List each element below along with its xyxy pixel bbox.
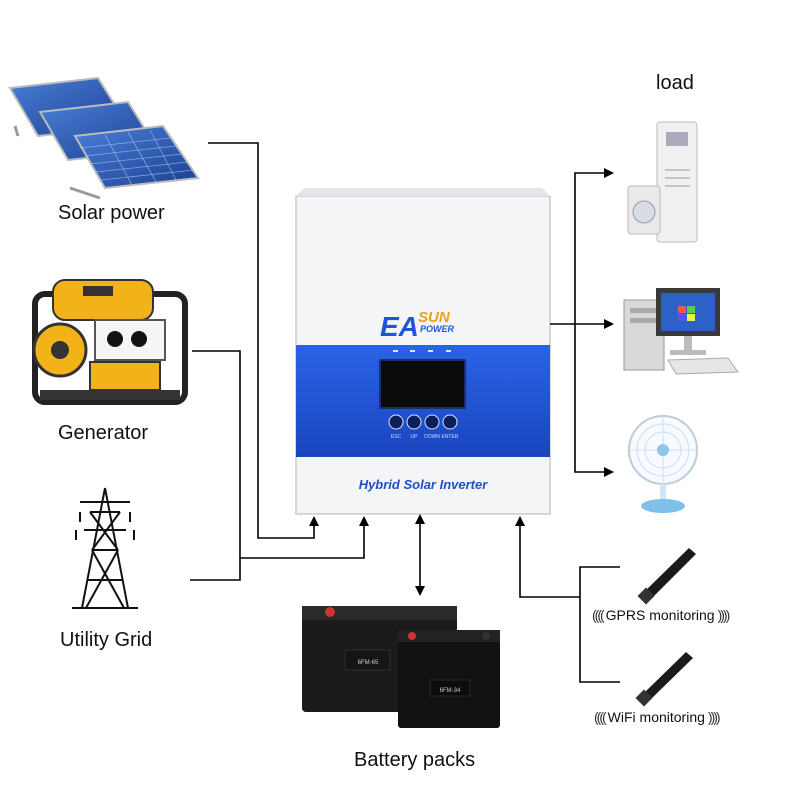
- load-line-fan: [574, 324, 614, 477]
- power-tower-icon: [72, 487, 138, 609]
- wifi-monitoring-label: ((((WiFi monitoring)))): [594, 709, 721, 725]
- inverter-title: Hybrid Solar Inverter: [359, 477, 489, 492]
- fan-icon: [628, 415, 698, 513]
- brand-logo-power: POWER: [420, 324, 455, 334]
- brand-logo-ea: EA: [380, 311, 419, 342]
- monitoring-bracket: [579, 566, 620, 683]
- solar-power-label: Solar power: [58, 202, 165, 224]
- wifi-monitoring-text: WiFi monitoring: [607, 709, 705, 725]
- up-button-label: UP: [411, 434, 419, 440]
- computer-icon: [623, 288, 739, 375]
- signal-wave-left-icon: ((((: [592, 607, 605, 623]
- air-conditioner-icon: [627, 121, 698, 243]
- battery-packs-icon: 6FM-65 6FM-34: [302, 606, 500, 728]
- hybrid-inverter: ESC UP DOWN ENTER EA SUN POWER Hybrid So…: [295, 188, 551, 515]
- gprs-antenna-icon: [637, 548, 696, 605]
- enter-button-label: ENTER: [442, 434, 459, 440]
- battery-large-model: 6FM-65: [358, 660, 379, 666]
- solar-line: [208, 142, 319, 539]
- battery-small-model: 6FM-34: [440, 688, 461, 694]
- solar-panels-icon: [8, 76, 200, 200]
- load-label: load: [656, 72, 694, 94]
- lcd-screen: [379, 359, 466, 409]
- connection-lines: [190, 142, 620, 683]
- load-line-ac: [574, 168, 614, 324]
- esc-button-label: ESC: [391, 434, 402, 440]
- gprs-monitoring-text: GPRS monitoring: [605, 607, 715, 623]
- gprs-monitoring-label: ((((GPRS monitoring)))): [592, 607, 731, 623]
- grid-line: [190, 558, 241, 581]
- signal-wave-right-icon: )))): [717, 607, 731, 623]
- wifi-antenna-icon: [635, 652, 693, 707]
- signal-wave-left-icon: ((((: [594, 709, 607, 725]
- battery-packs-label: Battery packs: [354, 749, 476, 771]
- generator-label: Generator: [58, 422, 149, 444]
- monitoring-line: [515, 516, 580, 598]
- signal-wave-right-icon: )))): [707, 709, 721, 725]
- brand-logo-sun: SUN: [418, 309, 451, 326]
- generator-icon: [32, 279, 188, 405]
- down-button-label: DOWN: [424, 434, 440, 440]
- utility-grid-label: Utility Grid: [60, 629, 153, 651]
